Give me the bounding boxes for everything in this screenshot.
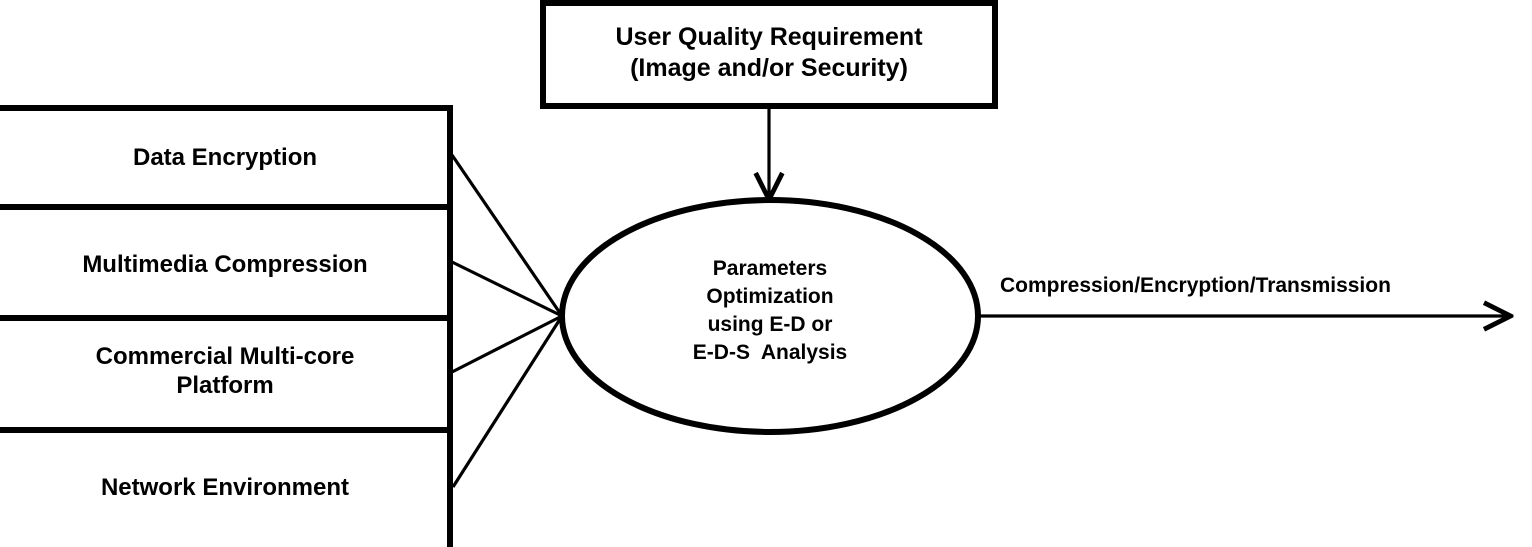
top-box-label: User Quality Requirement (Image and/or S… — [615, 23, 923, 82]
connector-stack-2-to-ellipse — [451, 260, 563, 318]
stack-item-label-network-environment: Network Environment — [100, 474, 350, 501]
stack-box-commercial-multicore-platform — [0, 315, 453, 433]
stack-box-network-environment — [0, 427, 453, 547]
connector-stack-3-to-ellipse — [451, 314, 563, 374]
stack-item-label-multimedia-compression: Multimedia Compression — [82, 251, 368, 278]
stack-item-label-data-encryption: Data Encryption — [132, 144, 318, 171]
top-box — [540, 0, 998, 109]
connector-stack-1-to-ellipse — [450, 154, 564, 317]
stack-item-label-commercial-multicore-platform: Commercial Multi-core Platform — [95, 343, 355, 400]
stack-box-data-encryption — [0, 105, 453, 210]
connector-stack-4-to-ellipse — [451, 315, 564, 488]
stack-box-multimedia-compression — [0, 204, 453, 321]
output-arrow-label: Compression/Encryption/Transmission — [1000, 274, 1391, 297]
process-ellipse-label: Parameters Optimization using E-D or E-D… — [692, 257, 848, 364]
